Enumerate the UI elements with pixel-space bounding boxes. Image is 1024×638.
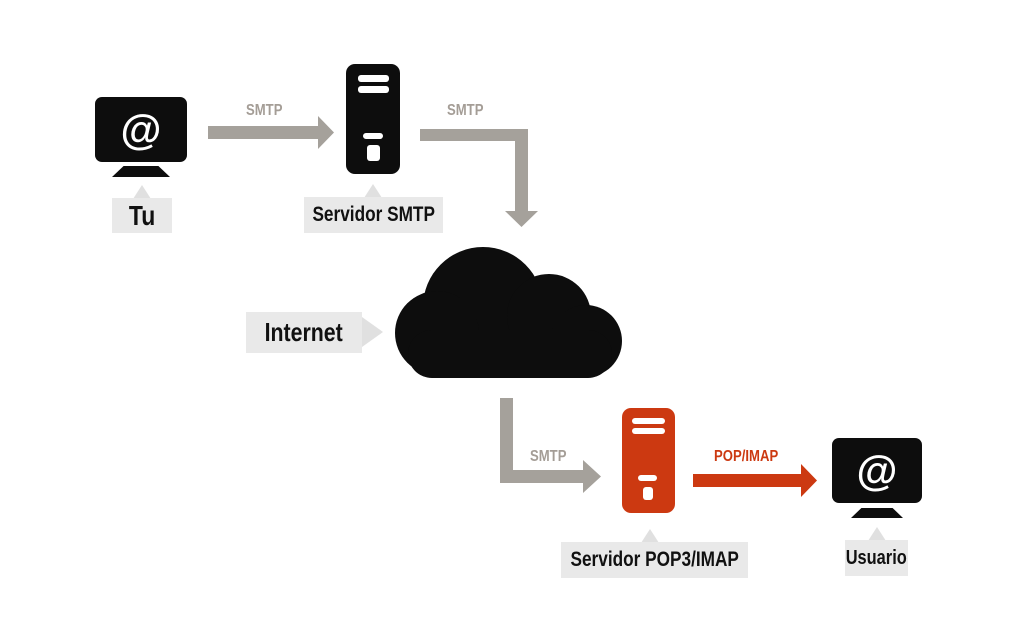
recipient-monitor-stand — [851, 508, 903, 518]
label-pointer — [641, 529, 659, 543]
sender-monitor-stand — [112, 166, 170, 177]
smtp-server-label: Servidor SMTP — [304, 197, 443, 233]
recipient-label-text: Usuario — [845, 546, 908, 569]
smtp-server-icon — [346, 64, 400, 174]
edge-label-text: SMTP — [446, 102, 484, 119]
server-slot — [358, 75, 389, 82]
arrow-smtp-3 — [500, 398, 601, 493]
recipient-monitor-screen: @ — [832, 438, 922, 503]
recipient-computer-icon: @ — [832, 438, 922, 518]
label-pointer — [868, 527, 886, 541]
server-slot — [358, 86, 389, 93]
label-pointer — [364, 184, 382, 198]
server-slot — [638, 475, 657, 481]
server-button — [643, 487, 653, 500]
sender-computer-icon: @ — [95, 97, 187, 177]
edge-label-text: POP/IMAP — [713, 448, 779, 465]
edge-label-smtp-3: SMTP — [496, 448, 600, 466]
edge-label-smtp-1: SMTP — [208, 102, 320, 120]
sender-label-text: Tu — [128, 199, 156, 231]
arrow-smtp-1 — [208, 116, 334, 149]
pop-imap-server-icon — [622, 408, 675, 513]
internet-cloud-icon — [395, 247, 622, 378]
edge-label-text: SMTP — [529, 448, 567, 465]
at-symbol: @ — [856, 446, 898, 494]
edge-label-smtp-2: SMTP — [413, 102, 517, 120]
pop-imap-server-label-text: Servidor POP3/IMAP — [570, 548, 739, 571]
arrow-smtp-2 — [420, 129, 538, 227]
server-slot — [632, 428, 665, 434]
arrow-pop-imap — [693, 464, 817, 497]
smtp-server-label-text: Servidor SMTP — [312, 203, 435, 226]
sender-label: Tu — [112, 198, 172, 233]
internet-label-text: Internet — [264, 317, 344, 347]
server-slot — [632, 418, 665, 424]
label-pointer — [362, 317, 383, 347]
server-slot — [363, 133, 383, 139]
recipient-label: Usuario — [845, 540, 908, 576]
edge-label-pop-imap: POP/IMAP — [690, 448, 802, 466]
at-symbol: @ — [120, 105, 162, 153]
pop-imap-server-label: Servidor POP3/IMAP — [561, 542, 748, 578]
cloud-base — [408, 330, 612, 378]
edge-label-text: SMTP — [245, 102, 283, 119]
label-pointer — [133, 185, 151, 199]
server-button — [367, 145, 380, 161]
sender-monitor-screen: @ — [95, 97, 187, 162]
internet-label: Internet — [246, 312, 362, 353]
